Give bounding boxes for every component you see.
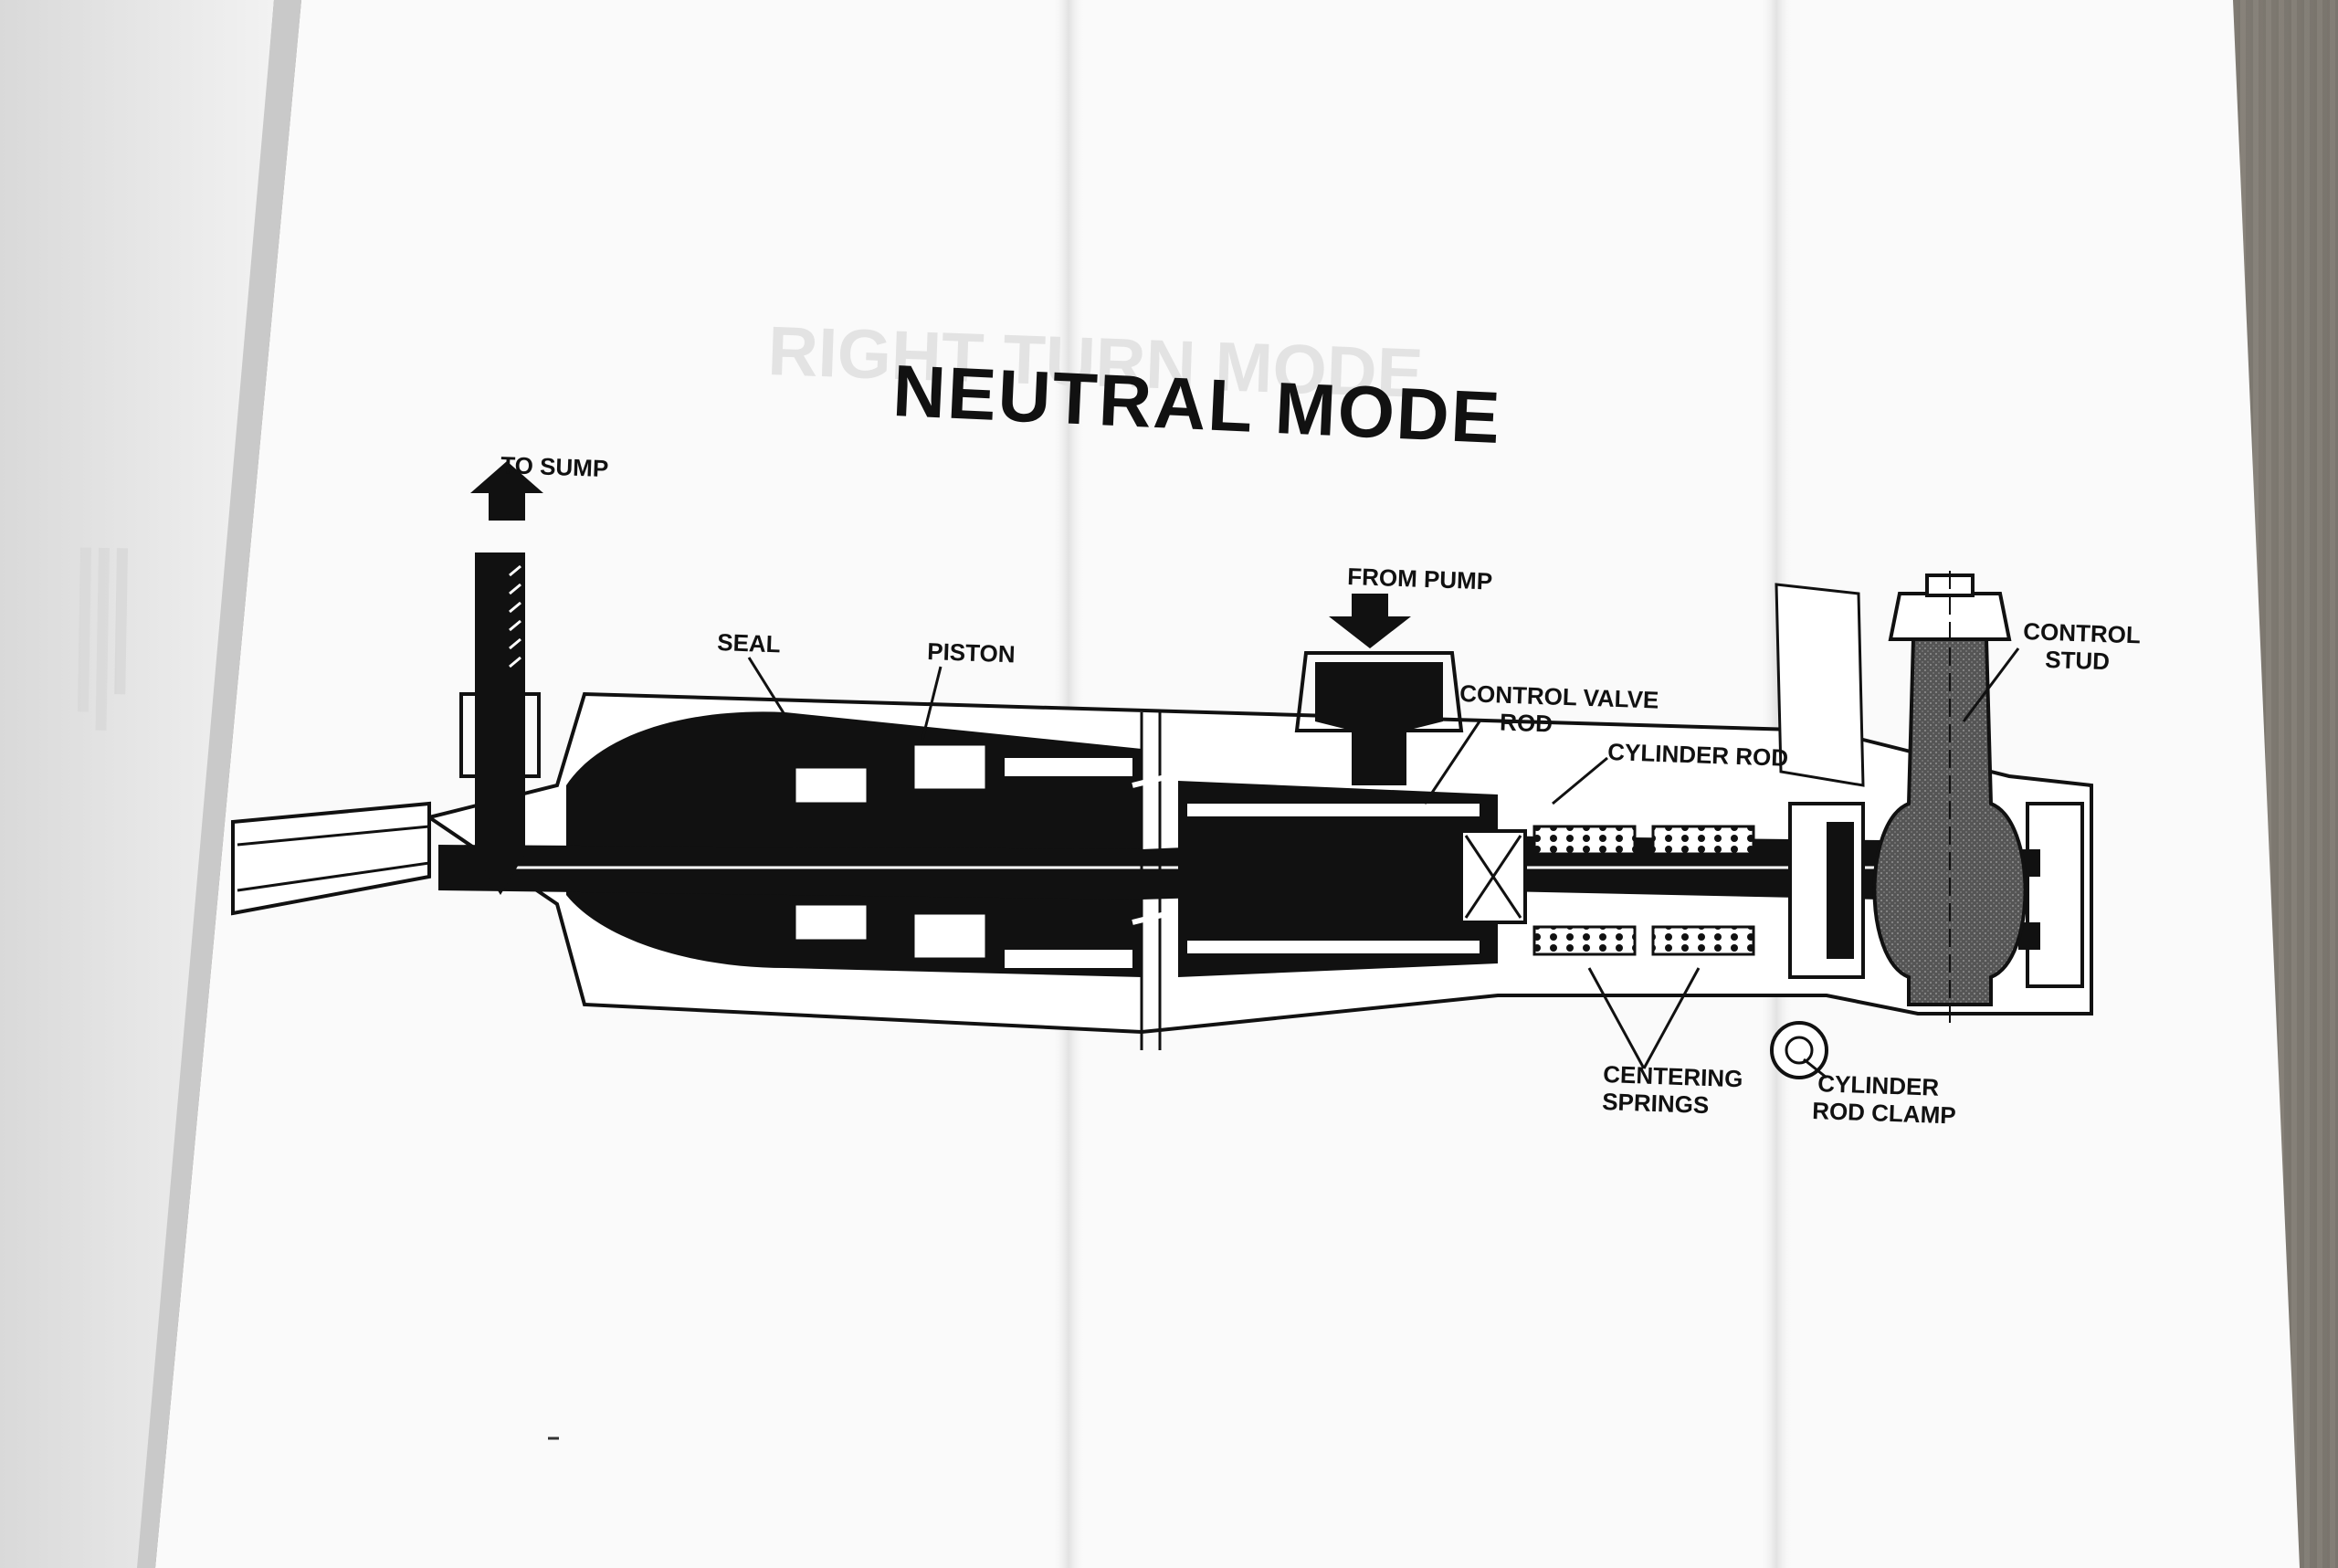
svg-text:CYLINDER ROD: CYLINDER ROD (1607, 738, 1789, 772)
frame-bracket (1775, 583, 1865, 787)
label-centering-springs: CENTERING SPRINGS (1602, 1060, 1743, 1119)
sheet-edge-shadow (137, 0, 301, 1568)
svg-text:CONTROL: CONTROL (2023, 617, 2142, 648)
to-sump-arrow (470, 461, 543, 521)
centering-spring-upper (1532, 825, 1637, 856)
centering-spring-upper (1651, 825, 1755, 856)
label-cylinder-rod: CYLINDER ROD (1607, 738, 1789, 772)
svg-text:SEAL: SEAL (717, 628, 781, 658)
show-through-left-text (77, 547, 128, 731)
label-piston: PISTON (927, 637, 1016, 668)
centering-spring-lower (1532, 925, 1637, 956)
label-cylinder-rod-clamp: CYLINDER ROD CLAMP (1812, 1069, 1956, 1129)
piston-chamber (566, 711, 1142, 977)
sump-fitting (475, 552, 525, 895)
svg-text:ROD CLAMP: ROD CLAMP (1812, 1097, 1956, 1129)
centering-spring-lower (1651, 925, 1755, 956)
svg-text:CYLINDER: CYLINDER (1817, 1069, 1940, 1101)
steering-cylinder-cross-section (231, 552, 2093, 1079)
label-to-sump: TO SUMP (500, 451, 609, 482)
label-from-pump: FROM PUMP (1347, 563, 1493, 595)
label-seal: SEAL (717, 628, 781, 658)
left-page (0, 0, 274, 1568)
svg-text:CENTERING: CENTERING (1603, 1060, 1743, 1092)
label-control-valve-rod: CONTROL VALVE ROD (1459, 679, 1659, 738)
from-pump-arrow (1329, 594, 1411, 648)
valve-chamber (1178, 781, 1498, 977)
leader-lines (747, 647, 2020, 1079)
break-line (1140, 712, 1162, 1050)
control-stud (1872, 637, 2027, 1006)
svg-text:SPRINGS: SPRINGS (1602, 1088, 1710, 1119)
svg-text:PISTON: PISTON (927, 637, 1016, 668)
svg-text:STUD: STUD (2045, 646, 2111, 675)
svg-text:ROD: ROD (1500, 709, 1553, 738)
svg-text:FROM PUMP: FROM PUMP (1347, 563, 1493, 595)
svg-text:TO SUMP: TO SUMP (500, 451, 609, 482)
label-control-stud: CONTROL STUD (2023, 617, 2142, 675)
pump-inlet-fitting (1315, 662, 1443, 785)
